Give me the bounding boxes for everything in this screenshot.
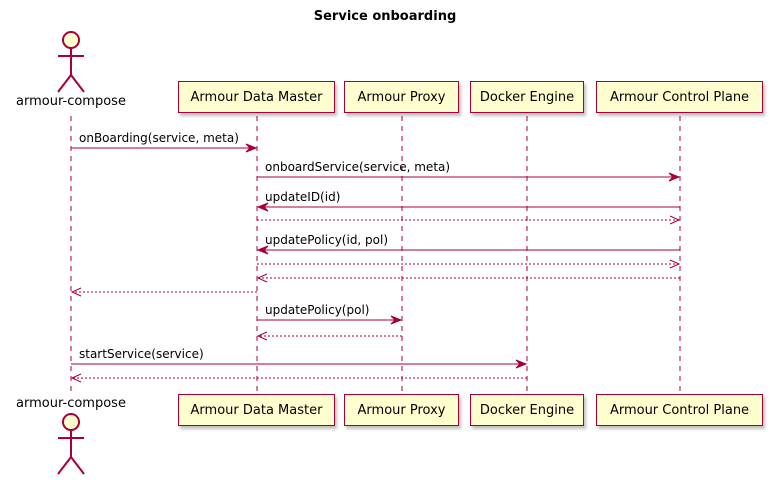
actor-label-top: armour-compose [16,94,126,109]
arrowhead-filled [256,245,269,255]
message-label: startService(service) [79,347,204,361]
arrowhead-open [70,287,82,297]
arrowhead-open [70,373,82,383]
participant-box-ap-bottom: Armour Proxy [344,394,459,426]
message-label: onBoarding(service, meta) [79,131,239,145]
participant-box-adm-top: Armour Data Master [178,81,335,113]
participant-box-ap-top: Armour Proxy [344,81,459,113]
arrowhead-filled [668,172,681,182]
arrowhead-open [669,259,681,269]
participant-box-de-bottom: Docker Engine [470,394,584,426]
participant-box-acp-top: Armour Control Plane [596,81,763,113]
actor-figure-icon [57,413,85,475]
participant-box-de-top: Docker Engine [470,81,584,113]
message-label: updateID(id) [265,190,341,204]
actor-label-bottom: armour-compose [16,396,126,411]
arrowhead-filled [245,143,258,153]
arrowhead-open [669,215,681,225]
arrowhead-filled [515,359,528,369]
message-label: onboardService(service, meta) [265,160,451,174]
message-label: updatePolicy(id, pol) [265,233,389,247]
arrowhead-open [256,331,268,341]
participant-box-adm-bottom: Armour Data Master [178,394,335,426]
arrowhead-filled [390,315,403,325]
arrowhead-filled [256,202,269,212]
participant-box-acp-bottom: Armour Control Plane [596,394,763,426]
arrowhead-open [256,273,268,283]
actor-figure-icon [57,31,85,93]
diagram-title: Service onboarding [313,9,457,24]
message-label: updatePolicy(pol) [265,303,370,317]
